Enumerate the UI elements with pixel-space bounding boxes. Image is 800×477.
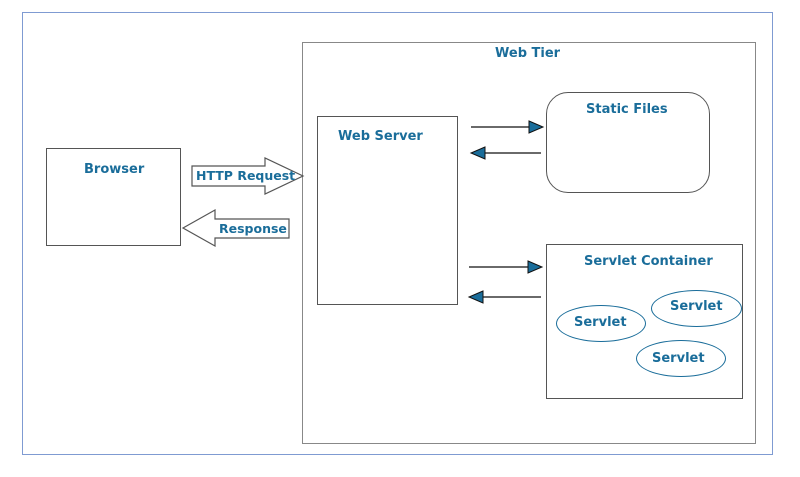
arrowhead-left-icon (467, 290, 484, 304)
http-request-label: HTTP Request (196, 168, 296, 183)
servlet-ellipse-bottom (636, 340, 726, 377)
arrowhead-left-icon (469, 146, 486, 160)
servlet-container-label: Servlet Container (584, 254, 713, 269)
browser-box (46, 148, 181, 246)
browser-label: Browser (84, 162, 145, 177)
web-server-label: Web Server (338, 129, 423, 144)
response-label: Response (219, 221, 287, 236)
servlet-label: Servlet (670, 299, 723, 314)
arrowhead-right-icon (528, 120, 545, 134)
web-tier-label: Web Tier (495, 46, 561, 61)
diagram-frame (22, 12, 773, 455)
servlet-label: Servlet (652, 351, 705, 366)
servlet-ellipse-right (651, 290, 742, 327)
web-server-box (317, 116, 458, 305)
response-arrow (181, 208, 290, 248)
static-files-label: Static Files (586, 102, 668, 117)
servlet-label: Servlet (574, 315, 627, 330)
arrowhead-right-icon (527, 260, 544, 274)
servlet-ellipse-left (556, 305, 646, 342)
http-request-arrow (191, 157, 305, 195)
static-files-box (546, 92, 710, 193)
